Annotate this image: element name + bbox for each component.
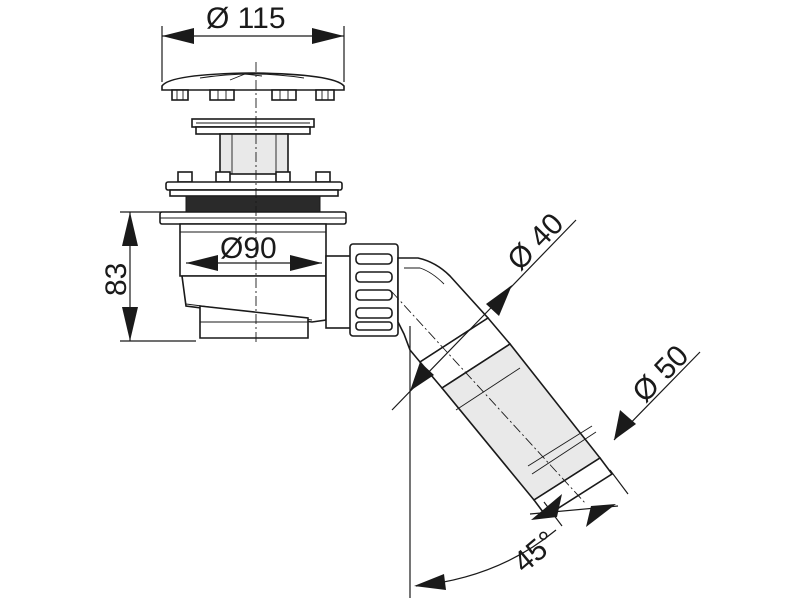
outlet-diameter-dimension: Ø 50	[613, 339, 701, 441]
body-diameter-label: Ø90	[220, 232, 277, 265]
height-label: 83	[100, 263, 133, 296]
cap-diameter-dimension: Ø 115	[161, 2, 345, 82]
cap-pegs	[171, 89, 335, 101]
cap-diameter-label: Ø 115	[206, 2, 286, 35]
center-lines	[255, 62, 587, 505]
outlet-diameter-label: Ø 50	[626, 339, 695, 409]
body-diameter-dimension: Ø90	[186, 232, 322, 271]
union-nut	[349, 243, 399, 337]
drain-cap	[161, 72, 345, 101]
inlet-diameter-label: Ø 40	[501, 207, 570, 277]
height-dimension: 83	[100, 211, 196, 342]
drain-flange	[159, 171, 347, 225]
angle-label: 45°	[507, 525, 563, 579]
drain-stem	[191, 118, 315, 175]
